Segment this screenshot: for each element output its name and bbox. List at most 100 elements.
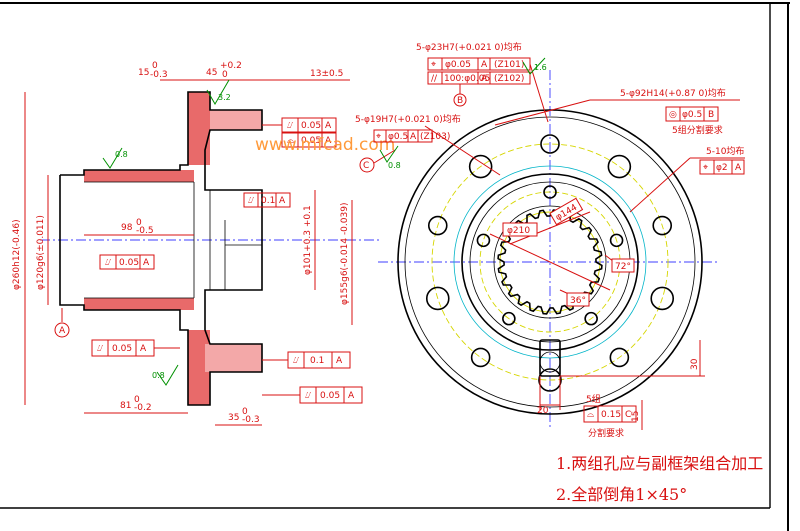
dim-dia155: φ155g6(-0.014 -0.039) bbox=[340, 203, 350, 305]
tech-note-1: 1.两组孔应与副框架组合加工 bbox=[556, 454, 763, 473]
bolt-hole-23 bbox=[609, 347, 630, 368]
bolt-hole-large bbox=[425, 286, 450, 311]
bolt-hole-large bbox=[538, 368, 562, 392]
dim-35: 35 bbox=[228, 413, 239, 423]
hatch-hub-top bbox=[210, 110, 262, 130]
svg-text:0.1: 0.1 bbox=[261, 196, 275, 206]
svg-text:⌰: ⌰ bbox=[287, 121, 293, 131]
bolt-hole-large bbox=[607, 154, 632, 179]
dim-98-up: 0 bbox=[136, 218, 142, 228]
svg-text:1.6: 1.6 bbox=[534, 63, 547, 72]
bolt-hole-23 bbox=[427, 215, 448, 236]
bolt-circle-92 bbox=[431, 143, 669, 381]
svg-text:0.05: 0.05 bbox=[320, 391, 340, 401]
dim-line-144 bbox=[509, 211, 591, 245]
svg-text:φ0.05: φ0.05 bbox=[445, 60, 471, 70]
svg-text:⌖: ⌖ bbox=[703, 163, 708, 173]
leader-holes92 bbox=[494, 99, 591, 126]
fcf-holes23-a: ⌖ φ0.05 A (Z101) bbox=[427, 57, 531, 71]
svg-text:0.05: 0.05 bbox=[112, 344, 132, 354]
tech-note-2: 2.全部倒角1×45° bbox=[556, 485, 687, 504]
svg-text:A: A bbox=[325, 121, 332, 131]
leader-holes10 bbox=[629, 157, 691, 213]
label-210: φ210 bbox=[502, 222, 538, 237]
hatch-flange-bot bbox=[188, 330, 210, 405]
svg-text:⌖: ⌖ bbox=[431, 60, 436, 70]
svg-text:A: A bbox=[279, 196, 286, 206]
dim-98-lo: -0.5 bbox=[136, 226, 154, 236]
dim-45: 45 bbox=[206, 68, 217, 78]
label-36: 36° bbox=[566, 292, 590, 307]
roughness-symbol-c: 0.8 bbox=[379, 145, 401, 170]
svg-text:φ210: φ210 bbox=[507, 226, 530, 236]
svg-text:⌰: ⌰ bbox=[97, 344, 103, 354]
label-72: 72° bbox=[611, 258, 635, 273]
svg-text:0.15: 0.15 bbox=[601, 410, 621, 420]
svg-text:A: A bbox=[410, 132, 417, 142]
fcf-holes10: ⌖ φ2 A bbox=[699, 159, 745, 175]
flange-outer bbox=[397, 109, 703, 415]
dim-15-up: 0 bbox=[152, 61, 158, 71]
svg-text:0.05: 0.05 bbox=[119, 258, 139, 268]
leader-holes19 bbox=[424, 125, 501, 176]
note-bottom: 分割要求 bbox=[588, 427, 624, 439]
svg-text:0.1: 0.1 bbox=[310, 356, 324, 366]
svg-text:3.2: 3.2 bbox=[218, 93, 231, 102]
callout-holes92: 5-φ92H14(+0.87 0)均布 bbox=[620, 87, 726, 99]
svg-text:72°: 72° bbox=[615, 262, 631, 272]
dim-dia260: φ260h12(-0.46) bbox=[12, 219, 22, 290]
dim-15: 15 bbox=[138, 68, 149, 78]
svg-text:0.8: 0.8 bbox=[152, 371, 165, 380]
svg-text:0.8: 0.8 bbox=[388, 161, 401, 170]
callout-holes19: 5-φ19H7(+0.021 0)均布 bbox=[355, 113, 461, 125]
hatch-hub-bot bbox=[205, 344, 262, 372]
spline-major bbox=[493, 205, 607, 319]
flange-outer-inner bbox=[404, 116, 696, 408]
svg-text:A: A bbox=[59, 326, 66, 336]
svg-text:C: C bbox=[363, 161, 369, 171]
svg-text://: // bbox=[431, 74, 438, 84]
bolt-hole-large bbox=[468, 154, 493, 179]
svg-text:C: C bbox=[625, 410, 631, 420]
dim-line-210 bbox=[489, 233, 611, 291]
datum-c-marker: C bbox=[359, 149, 396, 173]
hub-outer bbox=[461, 173, 639, 351]
dim-35-lo: -0.3 bbox=[242, 415, 260, 425]
bolt-hole-23 bbox=[540, 134, 560, 154]
fcf-section-3: ⌰ 0.05 A bbox=[99, 254, 155, 270]
dim-81-up: 0 bbox=[134, 395, 140, 405]
svg-text:A: A bbox=[143, 258, 150, 268]
svg-text:φ0.5: φ0.5 bbox=[682, 110, 702, 120]
dim-dia101: φ101+0.3 +0.1 bbox=[303, 205, 313, 275]
svg-text:⌰: ⌰ bbox=[305, 391, 311, 401]
bottom-hole bbox=[539, 351, 561, 373]
svg-text:A: A bbox=[336, 356, 343, 366]
bolt-hole-23 bbox=[652, 215, 673, 236]
profile-top bbox=[59, 91, 263, 406]
svg-text:A: A bbox=[325, 136, 332, 146]
fcf-section-6: ⌰ 0.05 A bbox=[299, 386, 363, 404]
fcf-section-2: ⌰ 0.1 A bbox=[243, 192, 291, 208]
svg-text:⌖: ⌖ bbox=[376, 132, 381, 142]
hatch-sleeve-bot bbox=[84, 298, 194, 310]
fcf-section-5: ⌰ 0.1 A bbox=[287, 351, 351, 369]
callout-holes10: 5-10均布 bbox=[706, 145, 744, 157]
dim-15-tol: -0.3 bbox=[150, 70, 168, 80]
bolt-hole-large bbox=[650, 286, 675, 311]
svg-text:B: B bbox=[457, 96, 463, 106]
dim-20: 20 bbox=[537, 406, 549, 416]
fcf-holes23-b: // 100:φ0.05 A (Z102) bbox=[427, 71, 531, 85]
dim-81-lo: -0.2 bbox=[134, 403, 152, 413]
dim-13: 13±0.5 bbox=[310, 69, 343, 79]
hatch-flange-top bbox=[188, 92, 210, 165]
svg-text:A: A bbox=[140, 344, 147, 354]
svg-text:φ0.5: φ0.5 bbox=[388, 132, 408, 142]
bolt-hole-23 bbox=[470, 347, 491, 368]
bolt-hole-19 bbox=[609, 233, 624, 248]
svg-text:⌓: ⌓ bbox=[587, 410, 594, 420]
svg-text:0.8: 0.8 bbox=[115, 150, 128, 159]
svg-text:A: A bbox=[735, 163, 742, 173]
spline-pitch bbox=[499, 211, 601, 313]
fcf-bottom: ⌓ 0.15 C bbox=[583, 405, 637, 423]
svg-text:0.05: 0.05 bbox=[301, 121, 321, 131]
